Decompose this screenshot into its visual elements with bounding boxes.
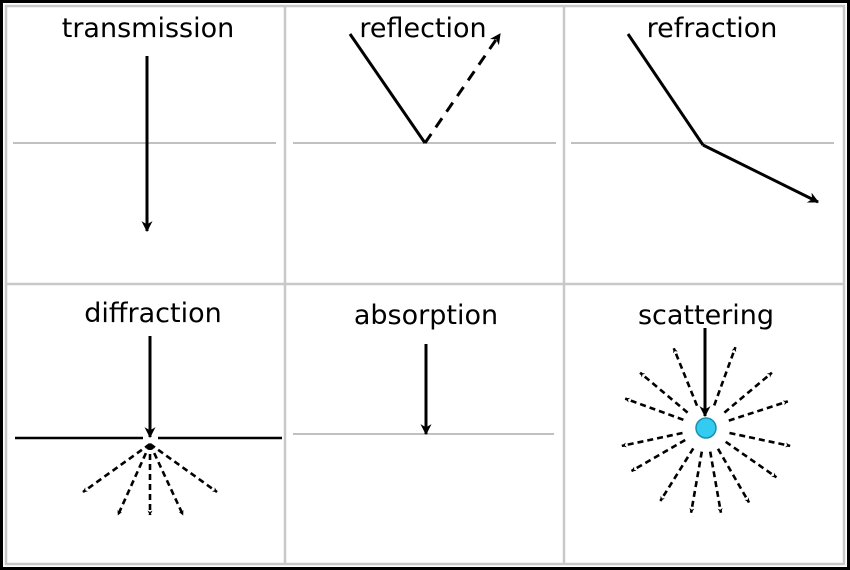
panel-diffraction: diffraction [15, 298, 282, 516]
scattered-ray [716, 448, 751, 504]
reflected-ray [423, 33, 502, 144]
scattered-rays [621, 346, 791, 514]
panel-scattering: scattering [621, 300, 791, 514]
scattered-ray [621, 431, 683, 448]
scattered-ray [729, 431, 791, 448]
label-transmission: transmission [62, 13, 234, 44]
label-refraction: refraction [647, 13, 778, 44]
label-scattering: scattering [638, 300, 774, 331]
scattered-ray [724, 440, 778, 479]
scattered-ray [624, 397, 684, 422]
panel-refraction: refraction [571, 13, 834, 204]
label-absorption: absorption [354, 300, 498, 331]
scattered-ray [672, 347, 699, 407]
incident-ray [626, 33, 705, 146]
panel-absorption: absorption [293, 300, 554, 436]
diffracted-rays [82, 442, 218, 516]
incident-ray [348, 33, 427, 144]
scattered-ray [630, 438, 686, 473]
panel-reflection: reflection [293, 13, 556, 144]
panel-transmission: transmission [13, 13, 276, 233]
label-reflection: reflection [359, 13, 486, 44]
diffracted-ray [149, 442, 218, 494]
scattered-ray [689, 451, 704, 514]
scattered-ray [723, 371, 773, 414]
diffracted-ray [148, 443, 185, 516]
scattered-ray [712, 346, 737, 406]
scattered-ray [708, 451, 723, 514]
scattering-particle [695, 417, 717, 439]
diffracted-ray [82, 442, 151, 494]
diffracted-ray [116, 443, 152, 516]
label-diffraction: diffraction [84, 298, 221, 329]
refracted-ray [702, 143, 819, 204]
scattered-ray [659, 447, 695, 502]
scattered-ray [728, 400, 789, 422]
panel-grid [4, 4, 846, 566]
scattered-ray [639, 371, 689, 414]
